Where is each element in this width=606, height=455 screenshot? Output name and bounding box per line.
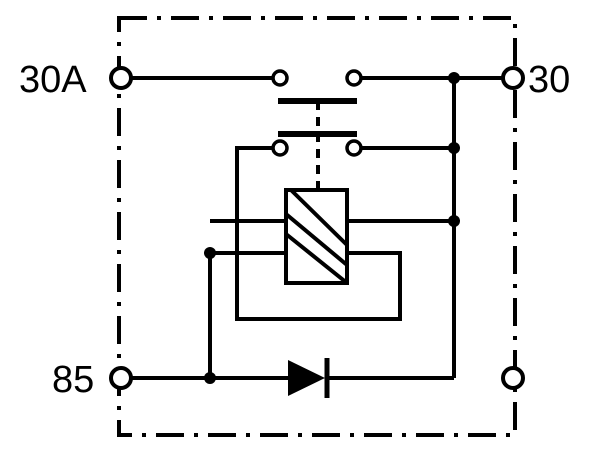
coil-stroke-1 [284,212,349,267]
junction-dot [448,215,460,227]
terminal-unlabeled [501,366,525,390]
terminal-label-30: 30 [528,59,571,101]
terminal-label-30a: 30A [19,59,87,101]
coil-stroke-2 [284,232,349,285]
wire-outer-loop [235,146,402,321]
terminal-30a [109,66,133,90]
terminal-85 [109,366,133,390]
housing-outline [117,16,517,437]
contact-upper-left [271,69,289,87]
junction-dot [204,247,216,259]
terminal-label-85: 85 [52,359,95,401]
contact-upper-right [345,69,363,87]
contact-lower-right [345,139,363,157]
junction-dot [204,372,216,384]
coil-stroke-3 [289,188,349,247]
terminal-30 [501,66,525,90]
diode-icon [288,360,325,396]
junction-dot [448,72,460,84]
wire-coil-left [208,251,286,378]
junction-dot [448,142,460,154]
contact-lower-left [271,139,289,157]
